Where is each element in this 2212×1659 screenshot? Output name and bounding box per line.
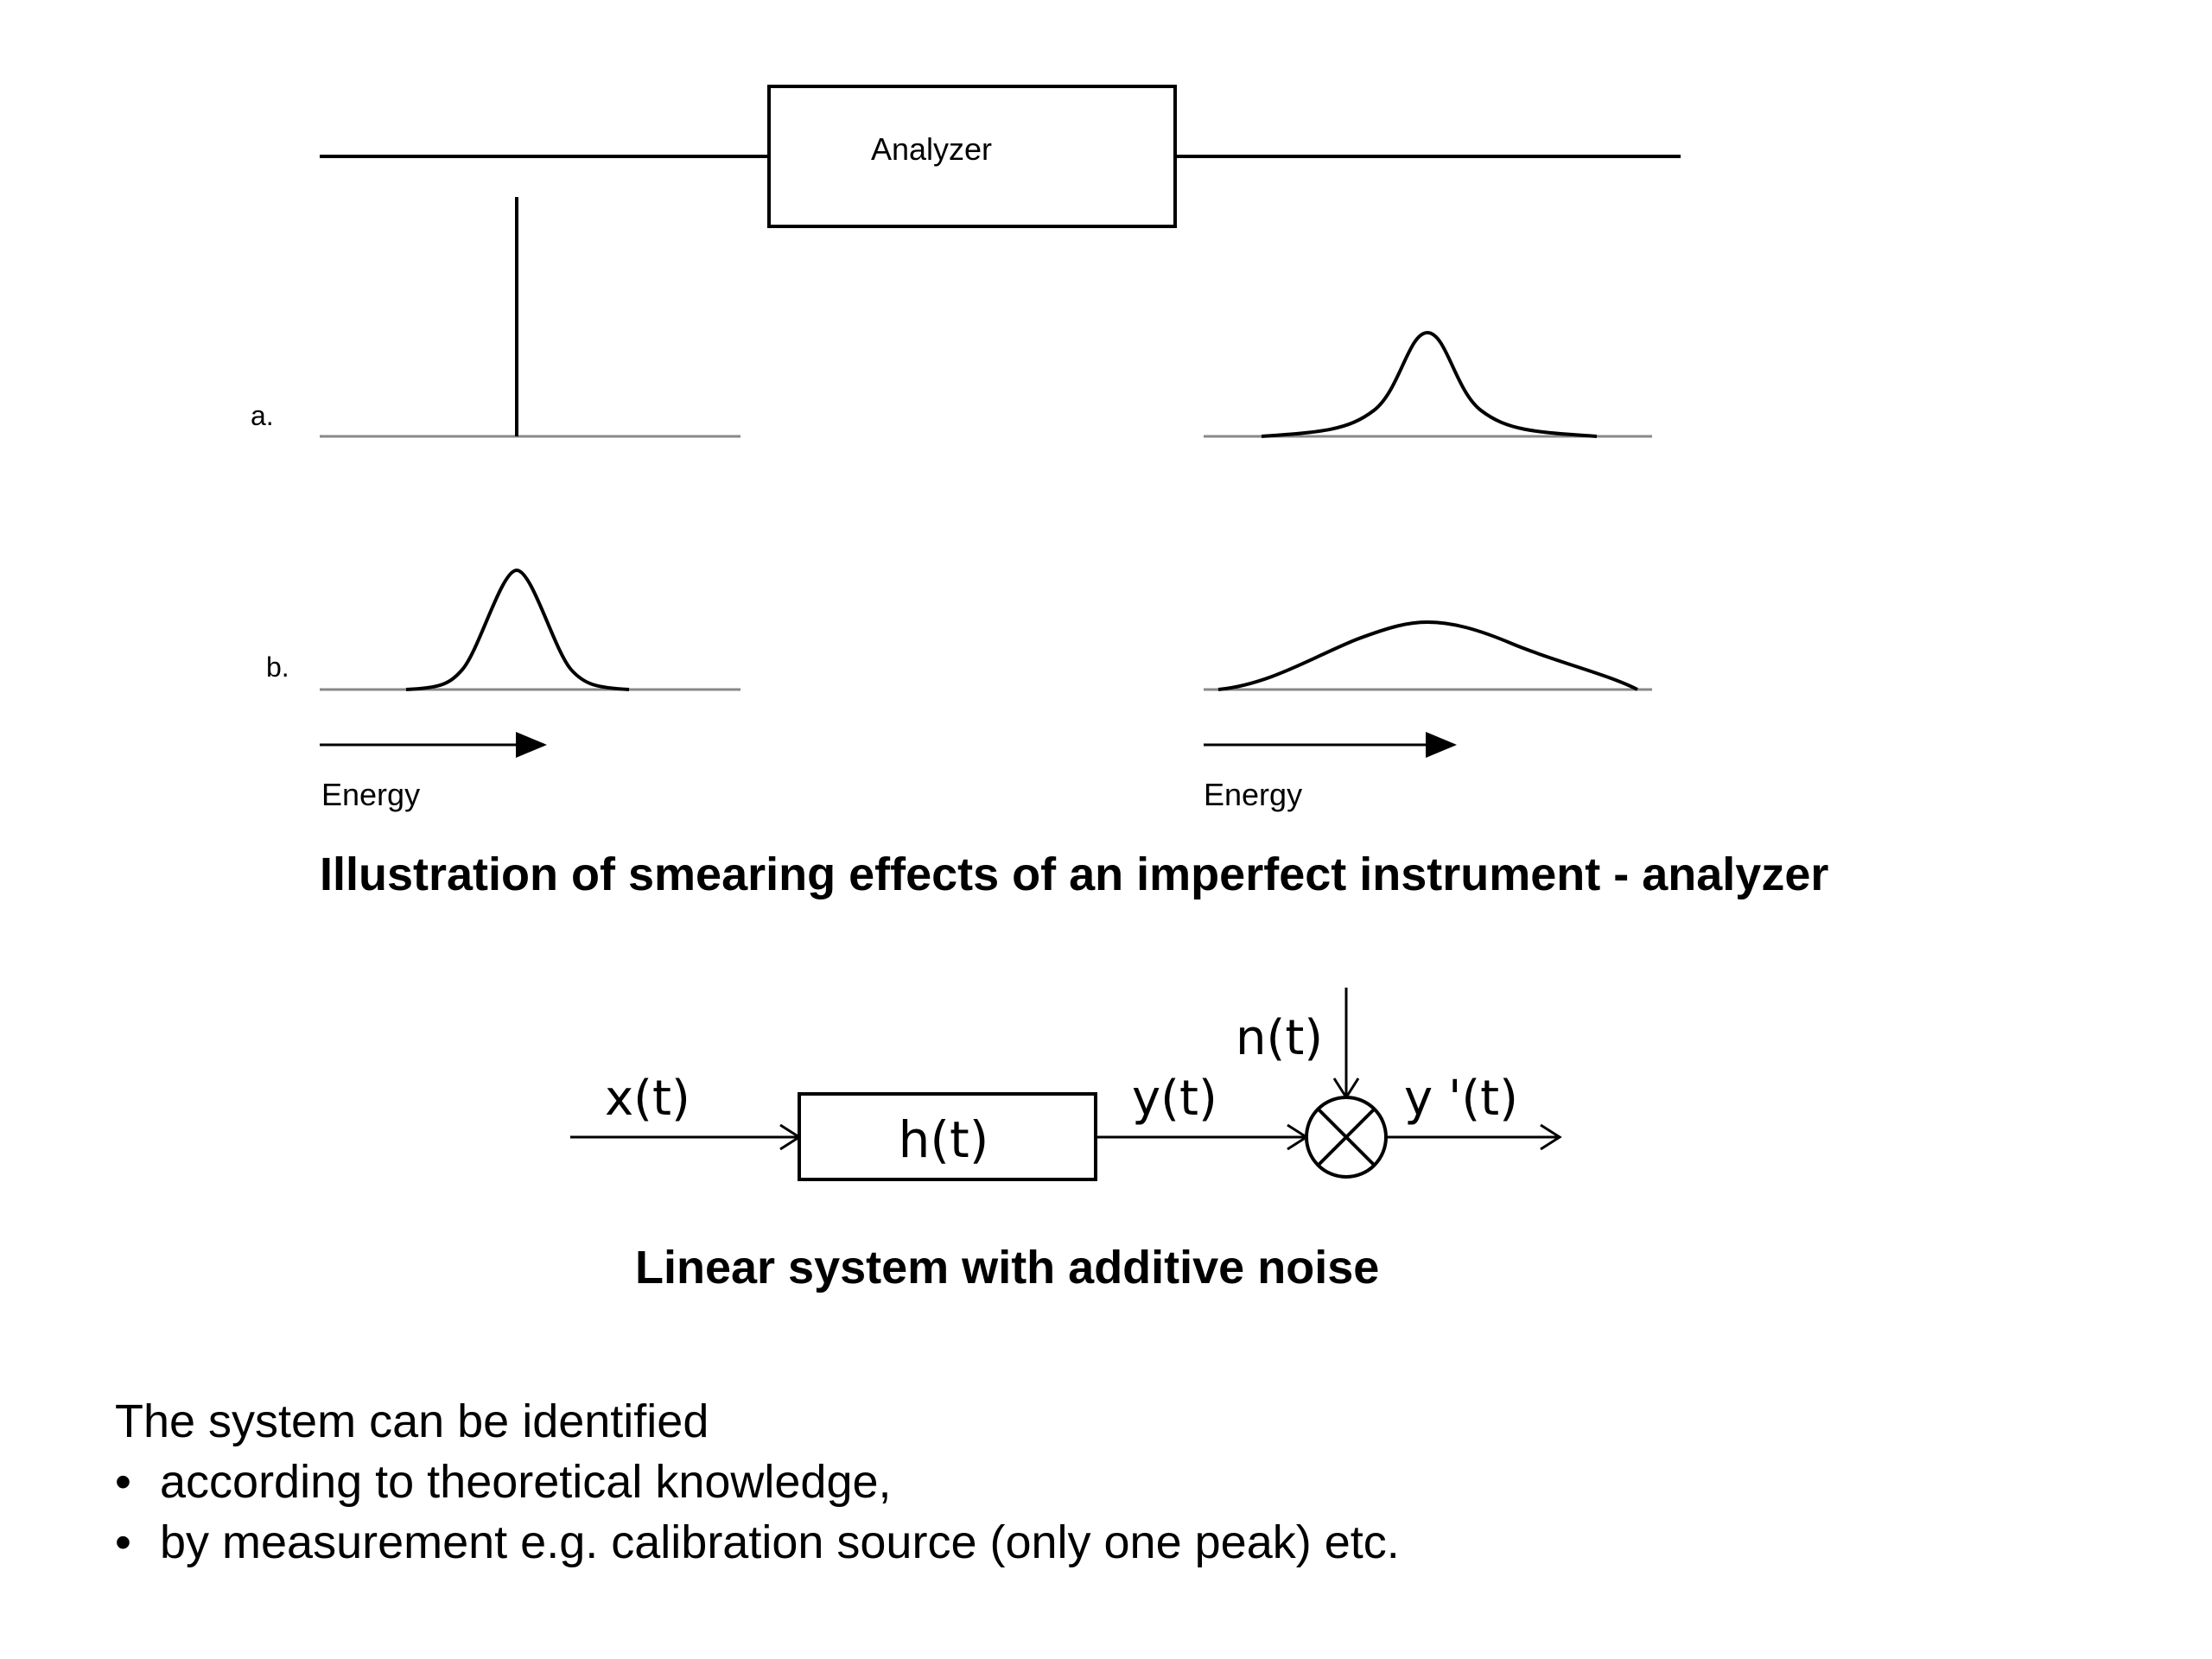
- bullet-text: by measurement e.g. calibration source (…: [160, 1516, 1400, 1568]
- input-peak-b: [405, 568, 630, 691]
- analyzer-figure-caption: Illustration of smearing effects of an i…: [320, 849, 1828, 900]
- output-label: y(t): [1132, 1071, 1217, 1127]
- row-label-b: b.: [266, 652, 289, 683]
- bullet-item: • by measurement e.g. calibration source…: [115, 1512, 1400, 1573]
- bullet-text: according to theoretical knowledge,: [160, 1456, 892, 1508]
- notes-block: The system can be identified • according…: [115, 1391, 1400, 1573]
- system-box: [798, 1092, 1097, 1181]
- noisy-output-label: y '(t): [1404, 1071, 1518, 1127]
- system-label: h(t): [899, 1110, 989, 1169]
- bullet-item: • according to theoretical knowledge,: [115, 1452, 1400, 1512]
- row-label-a: a.: [251, 400, 274, 431]
- linear-system-figure: x(t) h(t) y(t) n(t) y '(t) Linear system…: [570, 988, 1562, 1294]
- bullet-icon: •: [115, 1516, 131, 1568]
- linear-system-caption: Linear system with additive noise: [635, 1242, 1379, 1294]
- noise-label: n(t): [1236, 1010, 1323, 1066]
- bullet-icon: •: [115, 1456, 131, 1508]
- energy-label-right: Energy: [1204, 777, 1302, 812]
- energy-label-left: Energy: [321, 777, 420, 812]
- smeared-peak-a: [1261, 330, 1598, 438]
- smeared-peak-b: [1217, 620, 1638, 691]
- summing-junction-icon: [1305, 1096, 1388, 1179]
- input-label: x(t): [605, 1071, 690, 1127]
- notes-intro: The system can be identified: [115, 1395, 709, 1447]
- analyzer-label: Analyzer: [871, 131, 992, 167]
- analyzer-figure: Analyzer a. b. Energy Energy Illustratio…: [251, 85, 1828, 900]
- noisy-output-arrow-head: [1540, 1123, 1562, 1151]
